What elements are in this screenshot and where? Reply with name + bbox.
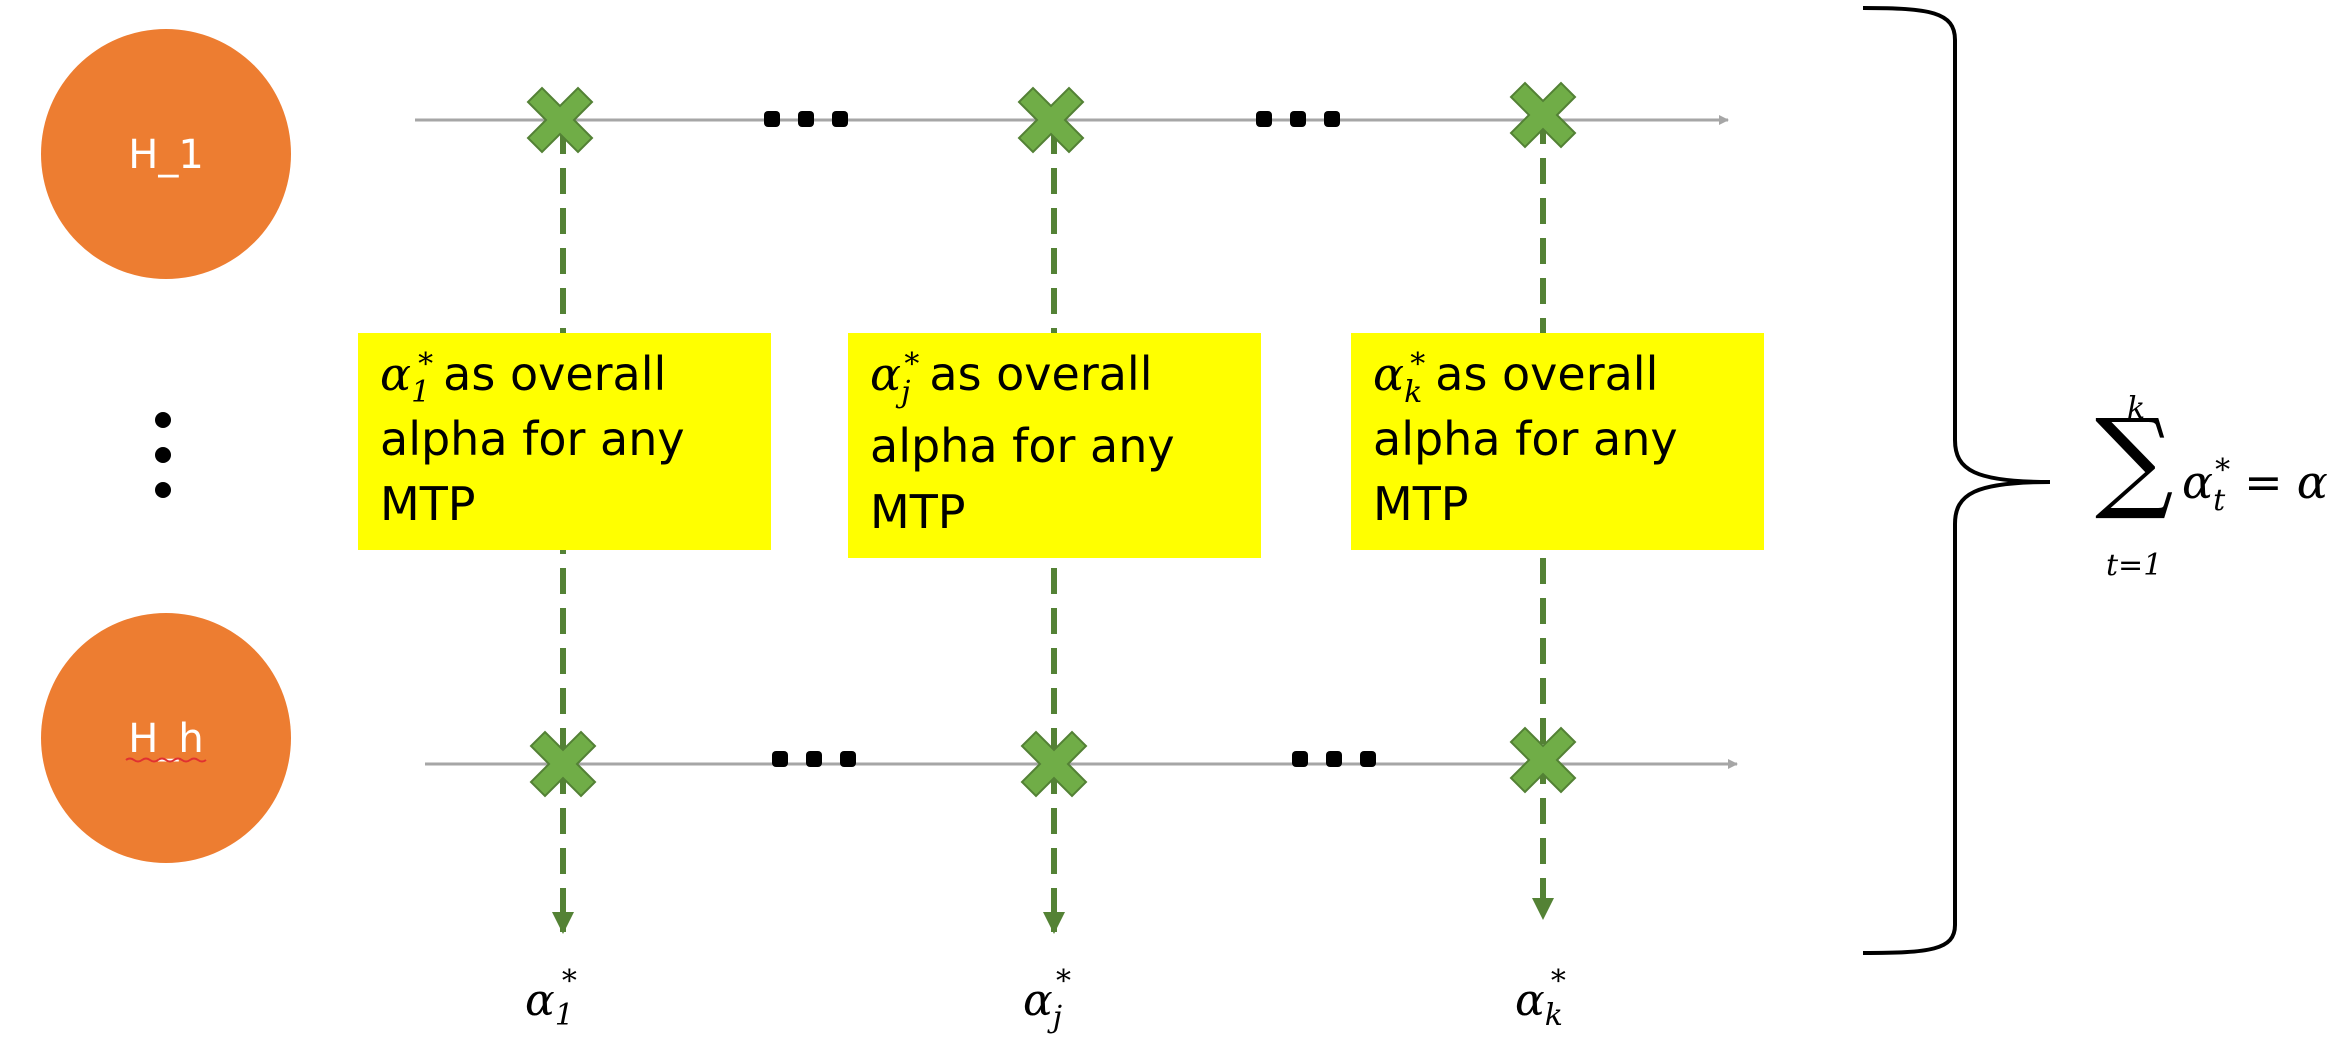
- ellipsis-dot: [155, 482, 171, 498]
- alpha-label-k: αk*: [1515, 964, 1566, 1033]
- hypothesis-label: H_h: [128, 716, 203, 762]
- sigma-symbol: ∑: [2095, 395, 2174, 523]
- hypothesis-node-1: H_1: [41, 29, 291, 279]
- x-marker-bottom-1: [529, 730, 597, 798]
- hypothesis-label: H_1: [128, 132, 204, 178]
- x-marker-bottom-j: [1020, 730, 1088, 798]
- timeline-ellipsis-top-right: [1256, 111, 1340, 127]
- ellipsis-dot: [155, 447, 171, 463]
- alpha-box-1: α1*as overall alpha for any MTP: [358, 333, 771, 550]
- x-marker-top-j: [1017, 86, 1085, 154]
- sum-upper-limit: k: [2127, 391, 2145, 426]
- hypothesis-circle: [41, 613, 291, 863]
- box-background: [848, 333, 1261, 558]
- x-marker-bottom-k: [1509, 726, 1577, 794]
- timeline-ellipsis-bottom-right: [1292, 751, 1376, 767]
- vertical-ellipsis: [155, 412, 171, 498]
- timeline-ellipsis-top-left: [764, 111, 848, 127]
- sum-lower-limit: t=1: [2106, 548, 2162, 583]
- sum-formula: ∑ k t=1 αt*=α: [2095, 391, 2328, 583]
- box-text: αk*as overall alpha for any MTP: [1373, 347, 1692, 531]
- alpha-box-k: αk*as overall alpha for any MTP: [1351, 333, 1764, 550]
- right-brace: [1862, 6, 2051, 955]
- alpha-box-j: αj*as overall alpha for any MTP: [848, 333, 1261, 558]
- box-background: [1351, 333, 1764, 550]
- timeline-ellipsis-bottom-left: [772, 751, 856, 767]
- box-text: α1*as overall alpha for any MTP: [380, 347, 699, 531]
- spellcheck-underline: [125, 757, 207, 763]
- box-text: αj*as overall alpha for any MTP: [870, 347, 1189, 539]
- alpha-label-1: α1*: [525, 964, 577, 1033]
- box-background: [358, 333, 771, 550]
- hypothesis-node-h: H_h: [41, 613, 291, 863]
- sum-term: αt*=α: [2182, 453, 2328, 518]
- x-marker-top-1: [526, 86, 594, 154]
- hypothesis-circle: [41, 29, 291, 279]
- ellipsis-dot: [155, 412, 171, 428]
- x-marker-top-k: [1509, 81, 1577, 149]
- alpha-label-j: αj*: [1023, 964, 1071, 1035]
